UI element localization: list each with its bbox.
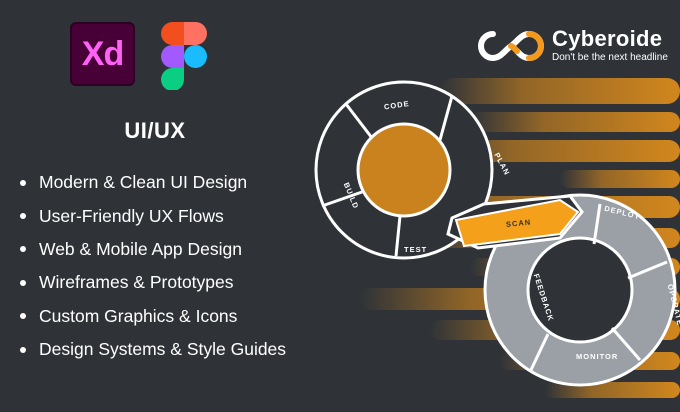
bullet-icon [20,279,26,286]
brand-name: Cyberoide [552,26,663,51]
feature-text: Custom Graphics & Icons [39,305,238,326]
list-item: Web & Mobile App Design [20,233,286,266]
feature-text: User-Friendly UX Flows [39,205,224,226]
brand-tagline: Don't be the next headline [552,52,668,63]
label-scan: SCAN [506,217,532,229]
bullet-icon [20,313,26,320]
infinity-logo-icon [478,30,544,62]
bullet-icon [20,213,26,220]
feature-list: Modern & Clean UI Design User-Friendly U… [20,166,286,366]
list-item: Design Systems & Style Guides [20,333,286,366]
design-tool-icons: Xd [70,22,207,90]
scan-arrow [454,198,580,248]
section-title: UI/UX [124,118,186,143]
list-item: Modern & Clean UI Design [20,166,286,199]
feature-text: Design Systems & Style Guides [39,339,287,360]
adobe-xd-label: Xd [81,34,124,73]
figma-icon [161,22,207,90]
bullet-icon [20,346,26,353]
feature-text: Wireframes & Prototypes [39,272,234,293]
brand-logo: Cyberoide Don't be the next headline [476,28,668,64]
list-item: Wireframes & Prototypes [20,266,286,299]
adobe-xd-icon: Xd [70,22,135,86]
bullet-icon [20,246,26,253]
bullet-icon [20,179,26,186]
feature-text: Web & Mobile App Design [39,238,242,259]
list-item: User-Friendly UX Flows [20,199,286,232]
list-item: Custom Graphics & Icons [20,300,286,333]
label-code: CODE [383,99,410,111]
left-loop [314,80,494,260]
crossover-band [446,194,584,250]
feature-text: Modern & Clean UI Design [39,172,248,193]
label-monitor: MONITOR [576,352,618,361]
label-test: TEST [404,245,427,254]
